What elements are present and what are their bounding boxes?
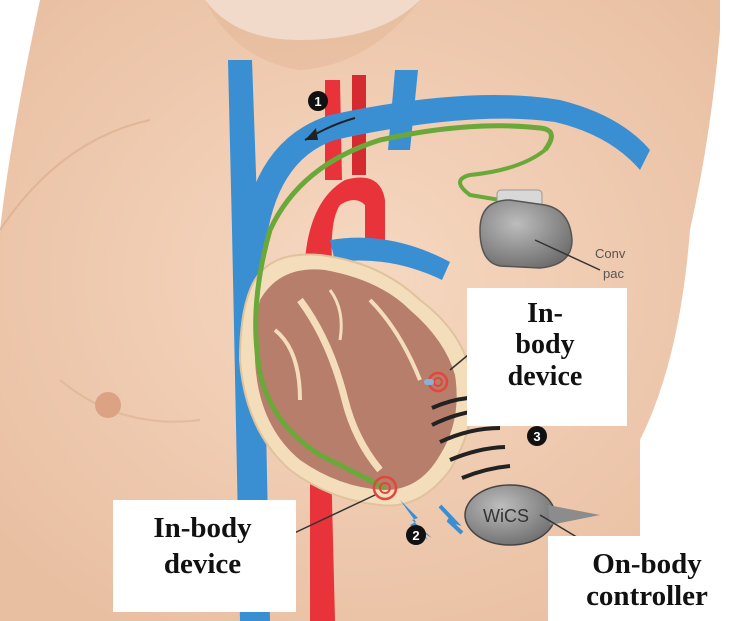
label-line: On-body xyxy=(552,548,742,580)
label-line: In- xyxy=(475,298,615,329)
label-line: body xyxy=(475,329,615,360)
step-3-marker: 3 xyxy=(527,426,547,446)
step-2-marker: 2 xyxy=(406,525,426,545)
inbody-device-bottom-label: In-body device xyxy=(120,512,285,581)
inbody-device-top-label: In- body device xyxy=(475,298,615,392)
label-line: controller xyxy=(552,580,742,612)
svg-text:1: 1 xyxy=(314,94,321,109)
cut-label-1: Conv xyxy=(595,246,626,261)
nipple xyxy=(95,392,121,418)
label-line: device xyxy=(120,548,285,580)
cut-label-2: pac xyxy=(603,266,624,281)
controller-text: WiCS xyxy=(483,506,529,526)
step-1-marker: 1 xyxy=(308,91,328,111)
pacemaker-can xyxy=(480,200,572,268)
onbody-controller-label: On-body controller xyxy=(552,548,742,613)
label-line: device xyxy=(475,361,615,392)
svg-text:3: 3 xyxy=(533,429,540,444)
svg-text:2: 2 xyxy=(412,528,419,543)
label-line: In-body xyxy=(120,512,285,544)
